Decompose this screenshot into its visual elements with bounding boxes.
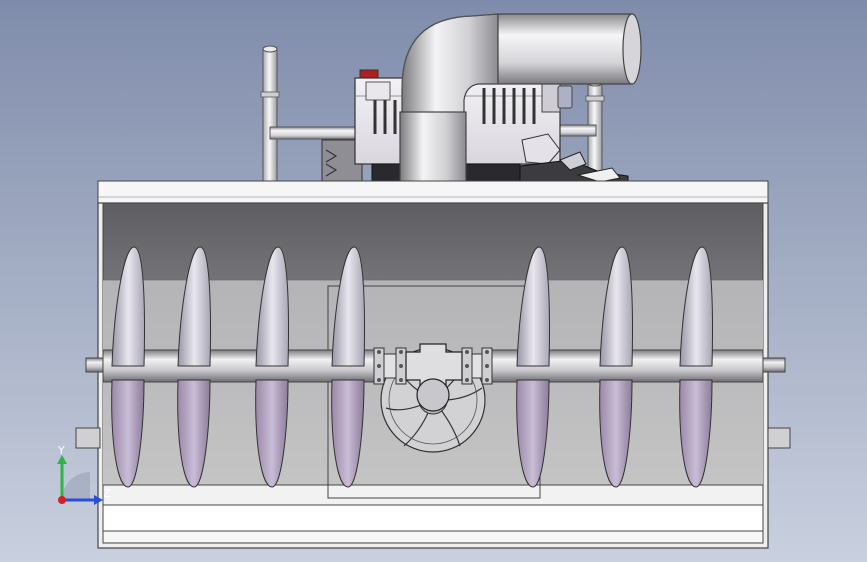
axis-triad: Y Z	[57, 444, 111, 505]
right-auger-flight-upper-3	[679, 246, 714, 367]
right-auger-flight-upper-1	[516, 246, 551, 367]
right-auger-flight-lower-1	[516, 379, 550, 488]
left-auger-flight-upper-1	[111, 246, 146, 367]
left-auger-flight-lower-4	[331, 379, 365, 488]
left-auger-flight-lower-2	[177, 379, 211, 488]
housing-top-rail[interactable]	[97, 180, 769, 204]
left-auger-flight-lower-3	[255, 379, 289, 488]
left-auger-flight-upper-3	[255, 246, 290, 367]
right-auger-flight-upper-2	[599, 246, 634, 367]
exhaust-elbow-pipe[interactable]	[399, 13, 642, 183]
left-auger-flights[interactable]	[111, 246, 366, 488]
left-auger-flight-upper-2	[177, 246, 212, 367]
z-axis-label: Z	[103, 487, 111, 500]
y-axis-label: Y	[57, 444, 65, 457]
x-axis-dot	[58, 496, 66, 504]
right-auger-flight-lower-3	[679, 379, 713, 488]
z-axis-arrowhead	[94, 495, 103, 505]
center-gearbox[interactable]	[373, 343, 493, 412]
left-auger-flight-lower-1	[111, 379, 145, 488]
right-auger-flights[interactable]	[516, 246, 714, 488]
right-auger-flight-lower-2	[599, 379, 633, 488]
y-axis-arrowhead	[57, 455, 67, 464]
triad-shadow	[62, 472, 90, 500]
left-auger-flight-upper-4	[331, 246, 366, 367]
